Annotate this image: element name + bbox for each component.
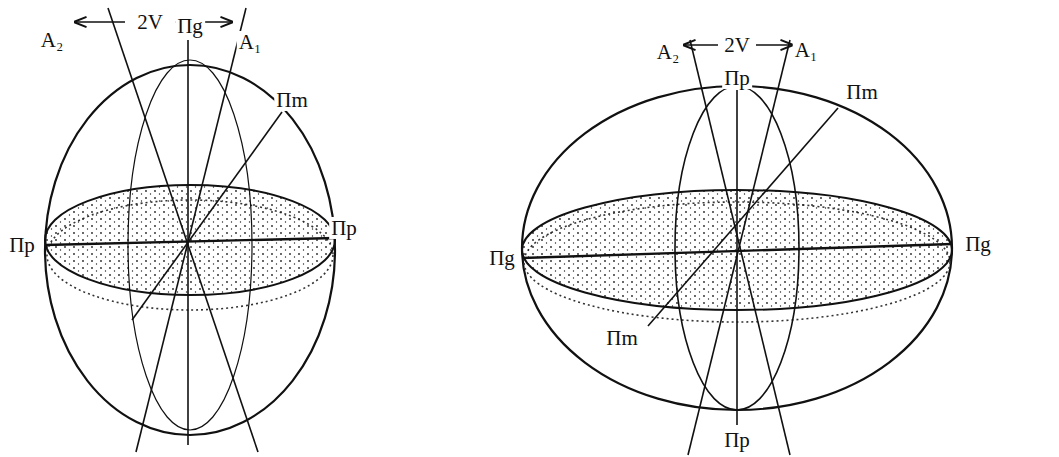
axis-label: A₂ <box>655 41 682 63</box>
axis-label: A₁ <box>237 31 264 53</box>
axis-label: Пm <box>844 81 880 103</box>
axis-label: A₂ <box>39 29 66 51</box>
axis-label: Пp <box>722 429 752 451</box>
axis-label: Пm <box>274 89 310 111</box>
axis-label: Пp <box>329 217 359 239</box>
angle-label: 2V <box>722 34 752 56</box>
axis-label: Пp <box>722 67 752 89</box>
axis-label: Пm <box>604 327 640 349</box>
axis-label: A₁ <box>793 39 820 61</box>
axis-label: Пg <box>175 15 205 37</box>
axis-label: Пg <box>963 233 993 255</box>
axis-label: Пg <box>487 247 517 269</box>
angle-label: 2V <box>135 11 165 33</box>
axis-label: Пp <box>7 234 37 256</box>
